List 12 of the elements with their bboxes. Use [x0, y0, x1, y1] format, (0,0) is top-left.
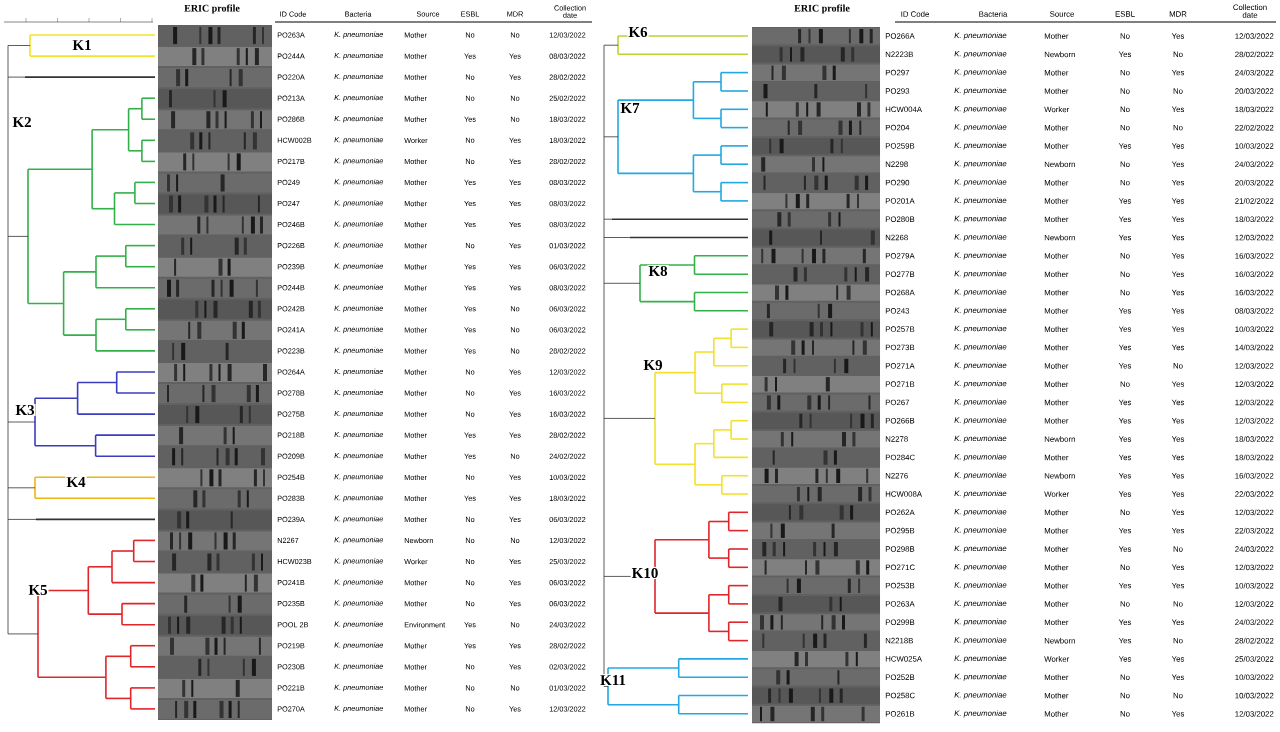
- cluster-label: K6: [627, 25, 649, 39]
- cluster-label: K7: [619, 102, 641, 114]
- cluster-label: K3: [14, 403, 36, 417]
- cluster-label: K1: [71, 39, 93, 51]
- cluster-label: K5: [27, 584, 49, 596]
- cluster-label: K10: [630, 566, 660, 580]
- cluster-label: K4: [65, 476, 87, 488]
- panel-heading: ERIC profile: [794, 4, 850, 14]
- cluster-label: K11: [599, 674, 627, 686]
- panel-heading: ERIC profile: [184, 4, 240, 14]
- cluster-label: K9: [642, 358, 664, 372]
- cluster-label: K2: [11, 116, 33, 128]
